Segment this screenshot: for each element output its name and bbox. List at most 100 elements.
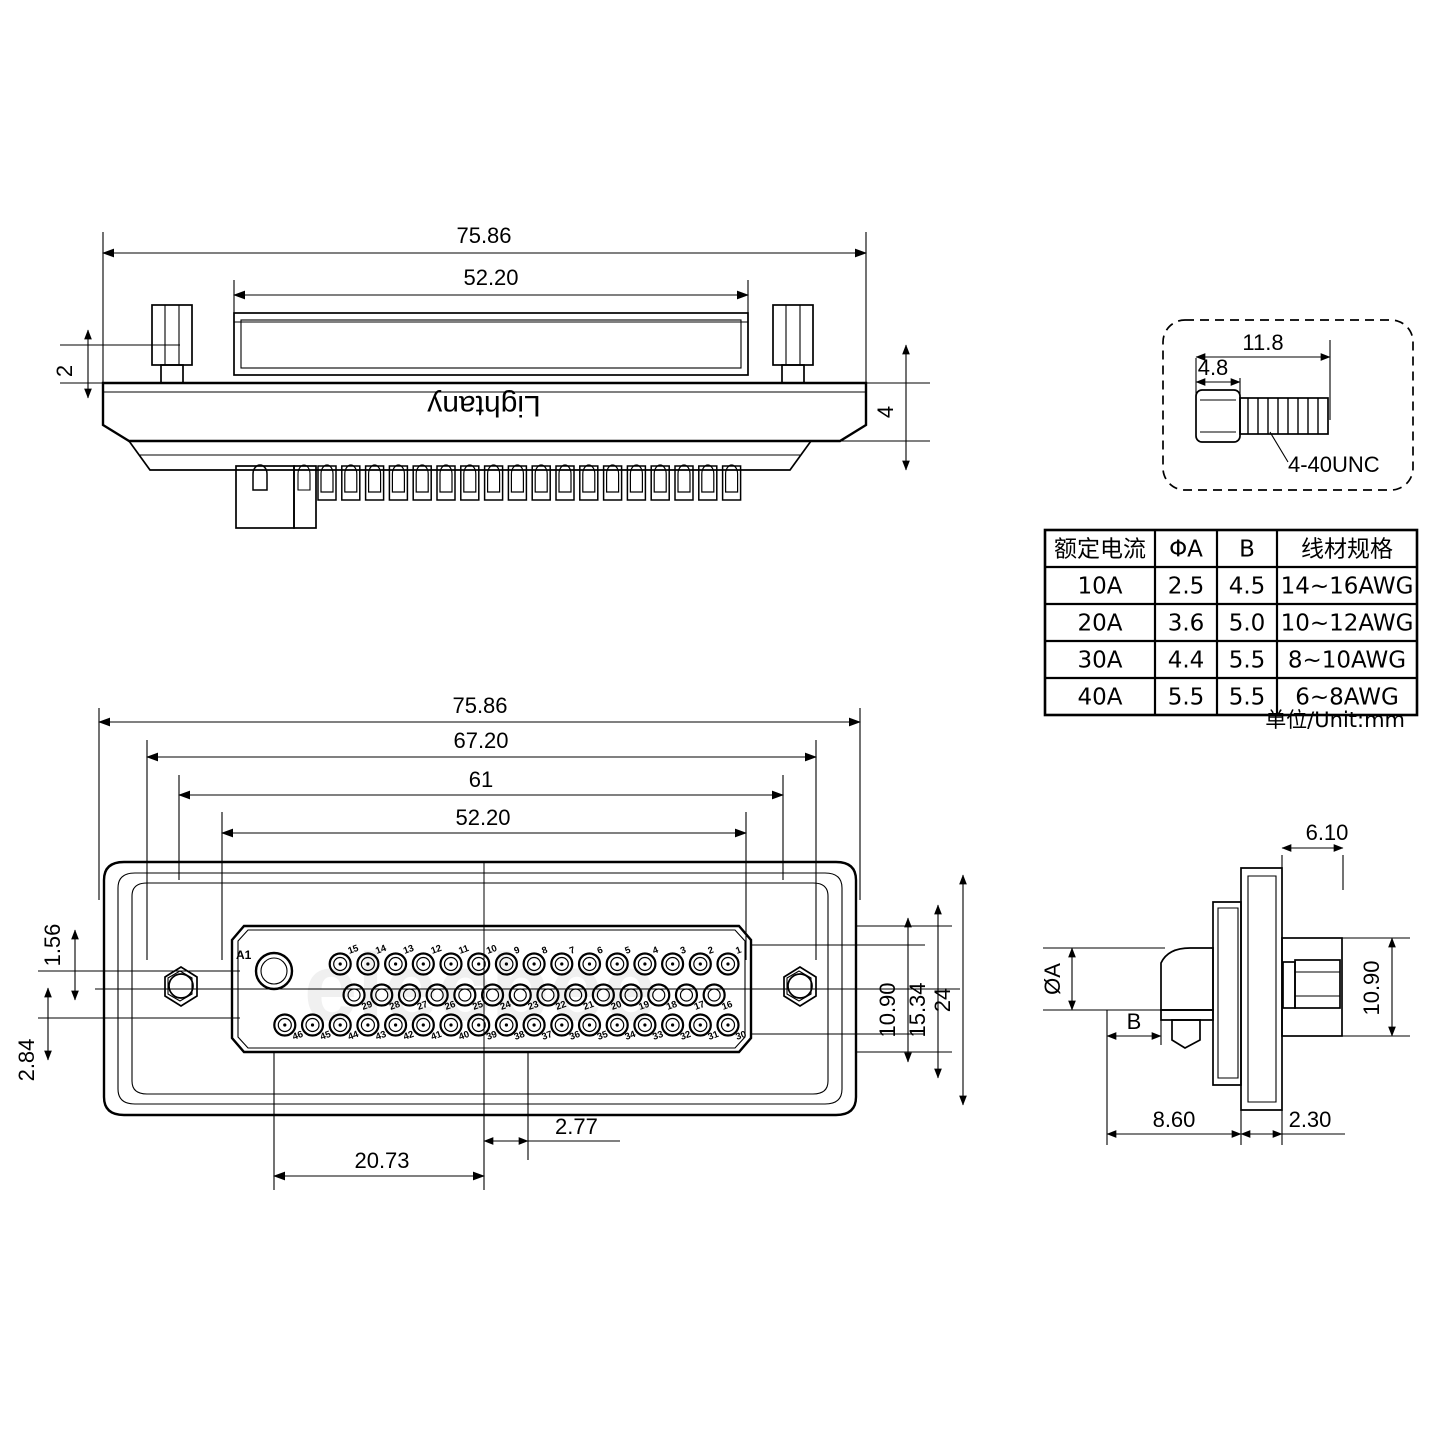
flange-plate-inner [1247, 875, 1277, 1103]
pin-number: 13 [402, 943, 416, 957]
pin-center [421, 962, 425, 966]
pin-socket-inner [305, 1017, 320, 1033]
pin-socket [619, 983, 643, 1007]
pin-center [671, 1023, 675, 1027]
table-cell: 4.4 [1168, 648, 1205, 674]
pin-socket-inner [443, 1017, 459, 1033]
top-elevation-view: 75.86 52.20 [52, 223, 930, 529]
pin-socket [660, 952, 685, 976]
contact-pins-top-view [235, 464, 742, 529]
pin-finger [602, 465, 623, 501]
pin-socket-inner [333, 956, 348, 972]
table-cell: 8~10AWG [1288, 648, 1406, 674]
pin-socket-inner [499, 1017, 514, 1033]
flange-outline-mid [117, 872, 843, 1105]
pin-socket-inner [471, 1017, 486, 1033]
pin-socket-inner [554, 956, 569, 972]
table-header-cell: ΦA [1169, 537, 1203, 563]
pin-socket [716, 1013, 740, 1037]
power-contact-inner [260, 957, 288, 985]
pin-finger [507, 465, 528, 501]
pin-finger [626, 465, 647, 501]
pin-center [338, 962, 342, 966]
table-cell: 5.5 [1229, 685, 1266, 711]
pin-socket [384, 1013, 408, 1037]
pin-socket-inner [679, 988, 694, 1002]
pin-socket [605, 952, 629, 976]
pin-center [532, 962, 536, 966]
shell-body-inner [1217, 907, 1239, 1079]
screw-thread-right [781, 364, 805, 384]
pin-center [338, 1023, 342, 1027]
table-border [1043, 528, 1419, 717]
rear-shell-top [127, 440, 813, 471]
pin-number: 37 [540, 1029, 554, 1043]
pin-center [421, 1023, 425, 1027]
pin-socket-inner [333, 1017, 348, 1033]
pin-center [532, 1023, 536, 1027]
pin-finger [579, 465, 599, 501]
pin-center [504, 962, 508, 966]
flange-outline-inner [131, 882, 829, 1095]
dim-flange-overall: 75.86 [452, 693, 507, 718]
pin-socket-inner [360, 1017, 375, 1033]
table-cell: 6~8AWG [1295, 685, 1399, 711]
mounting-hole-right [783, 965, 817, 1008]
pin-number: 11 [457, 943, 471, 957]
pin-tip [653, 464, 667, 493]
pin-number: 9 [513, 945, 522, 957]
pin-socket [522, 1013, 546, 1037]
dim-body-width: 52.20 [463, 265, 518, 290]
dim-pin-pitch: 2.77 [555, 1114, 598, 1139]
pin-socket [453, 983, 477, 1007]
pin-number: 19 [637, 999, 651, 1013]
pin-socket [508, 983, 532, 1007]
pin-number: 15 [346, 943, 360, 957]
brand-label: Lightany [427, 389, 540, 422]
side-section-view: 6.10 10.90 ØA [1040, 820, 1410, 1145]
rear-post-side [1281, 937, 1343, 1037]
screw-thread-side [1282, 961, 1296, 1009]
pin-number: 27 [416, 999, 430, 1013]
pin-socket-inner [582, 956, 597, 972]
pin-number: 18 [665, 999, 679, 1013]
pin-socket-inner [526, 956, 542, 972]
pin-center [615, 1023, 619, 1027]
dim-flange-edge-to-bottom-row: 2.84 [14, 1039, 39, 1082]
dim-screw-shoulder-height: 2 [52, 365, 77, 377]
pin-center [643, 1023, 647, 1027]
thread-hatch [1247, 398, 1319, 434]
pin-tip [252, 464, 268, 491]
pin-number: 8 [540, 945, 549, 957]
pin-number: 34 [623, 1029, 637, 1043]
pin-number: 39 [485, 1029, 499, 1043]
dim-shell-width: 61 [469, 767, 493, 792]
pin-socket [522, 952, 546, 976]
pin-tip [725, 464, 739, 493]
pin-socket [439, 1013, 463, 1037]
table-cell: 5.5 [1229, 648, 1266, 674]
dim-overall-width: 75.86 [456, 223, 511, 248]
pin-socket [494, 952, 518, 976]
pin-socket [411, 952, 435, 976]
pin-tip [297, 464, 311, 491]
pin-number: 20 [610, 999, 624, 1013]
pin-number: 33 [651, 1029, 665, 1043]
pin-center [560, 962, 564, 966]
pin-socket-inner [388, 1017, 403, 1033]
power-pin-tail [235, 465, 295, 529]
table-cell: 10A [1077, 574, 1122, 600]
pin-socket [480, 983, 505, 1007]
pin-center [449, 962, 453, 966]
table-cell: 2.5 [1168, 574, 1205, 600]
pin-center [477, 1023, 481, 1027]
pin-center [394, 962, 398, 966]
pin-finger [388, 465, 409, 501]
pin-number: 29 [360, 999, 374, 1013]
dim-flange-edge-to-row: 1.56 [40, 924, 65, 967]
dim-contact-span: 52.20 [455, 805, 510, 830]
pin-socket [688, 1013, 712, 1037]
pin-socket-inner [471, 956, 486, 972]
pin-number: 38 [513, 1029, 527, 1043]
